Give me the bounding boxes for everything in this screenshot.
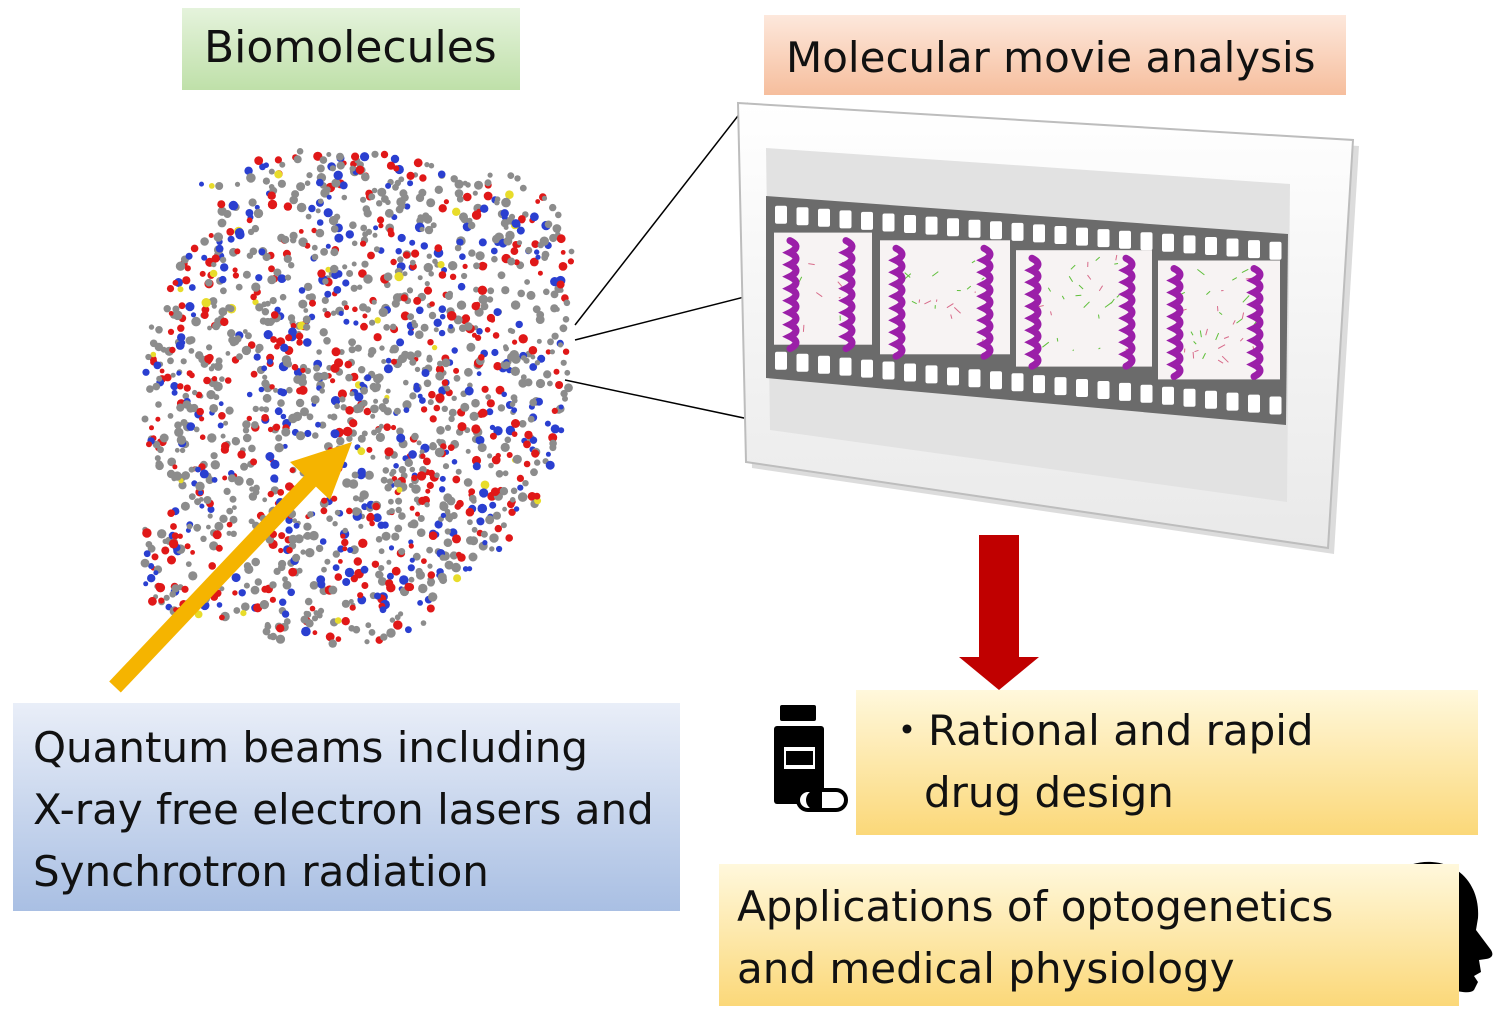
film-sprocket-hole <box>1248 240 1260 259</box>
molecule-structure <box>140 148 575 648</box>
film-sprocket-hole <box>1054 226 1067 244</box>
film-sprocket-hole <box>925 216 938 235</box>
film-frame-1 <box>774 232 872 353</box>
opto-line-2: and medical physiology <box>737 944 1235 993</box>
film-sprocket-hole <box>1140 232 1153 251</box>
optogenetics-box: Applications of optogenetics and medical… <box>719 864 1459 1006</box>
film-sprocket-hole <box>947 367 959 386</box>
film-sprocket-hole <box>861 211 873 230</box>
film-sprocket-hole <box>861 359 873 378</box>
film-frame-4 <box>1158 260 1280 381</box>
quantum-line-2: X-ray free electron lasers and <box>33 785 654 834</box>
film-sprocket-hole <box>904 363 916 382</box>
opto-line-1: Applications of optogenetics <box>737 882 1334 931</box>
film-frame-2 <box>880 240 1010 360</box>
film-sprocket-hole <box>775 351 787 370</box>
film-sprocket-hole <box>1205 390 1217 409</box>
biomolecules-text: Biomolecules <box>204 22 497 73</box>
biomolecules-label: Biomolecules <box>182 8 520 90</box>
result-arrow <box>959 535 1039 690</box>
film-sprocket-hole <box>1097 381 1110 399</box>
film-sprocket-hole <box>1269 241 1282 260</box>
film-sprocket-hole <box>904 215 916 233</box>
movie-analysis-label: Molecular movie analysis <box>764 15 1346 95</box>
film-sprocket-hole <box>818 208 830 227</box>
film-sprocket-hole <box>1248 394 1260 413</box>
film-sprocket-hole <box>1162 233 1174 252</box>
film-sprocket-hole <box>968 369 981 388</box>
quantum-line-1: Quantum beams including <box>33 723 589 772</box>
medicine-bottle-icon <box>774 705 848 812</box>
film-sprocket-hole <box>1033 375 1045 394</box>
film-sprocket-hole <box>818 355 830 374</box>
film-sprocket-hole <box>1119 230 1131 249</box>
quantum-beams-box: Quantum beams including X-ray free elect… <box>13 703 680 911</box>
film-sprocket-hole <box>1162 386 1174 405</box>
film-sprocket-hole <box>1033 224 1045 243</box>
film-sprocket-hole <box>925 365 938 384</box>
quantum-beam-arrow <box>109 442 352 693</box>
film-sprocket-hole <box>1119 382 1131 401</box>
film-sprocket-hole <box>1011 373 1024 392</box>
film-sprocket-hole <box>1183 235 1196 254</box>
film-sprocket-hole <box>1076 227 1088 246</box>
drug-line-1: ・Rational and rapid <box>886 706 1314 755</box>
film-sprocket-hole <box>1183 388 1196 407</box>
drug-design-box: ・Rational and rapid drug design <box>856 690 1478 835</box>
film-sprocket-hole <box>1097 229 1110 248</box>
film-strip <box>766 196 1288 425</box>
film-sprocket-hole <box>775 205 787 224</box>
film-sprocket-hole <box>947 218 959 237</box>
film-sprocket-hole <box>1076 379 1088 397</box>
film-sprocket-hole <box>968 219 981 238</box>
movie-analysis-text: Molecular movie analysis <box>786 33 1316 82</box>
film-sprocket-hole <box>1205 237 1217 255</box>
film-sprocket-hole <box>1269 396 1282 415</box>
film-frame-3 <box>1016 250 1152 370</box>
film-sprocket-hole <box>796 353 809 372</box>
film-sprocket-hole <box>839 210 852 229</box>
film-sprocket-hole <box>1011 222 1024 241</box>
quantum-line-3: Synchrotron radiation <box>33 847 489 896</box>
film-sprocket-hole <box>990 221 1002 240</box>
drug-line-2: drug design <box>924 768 1174 817</box>
film-sprocket-hole <box>839 357 852 376</box>
film-sprocket-hole <box>1226 392 1239 411</box>
film-sprocket-hole <box>882 213 895 232</box>
film-sprocket-hole <box>796 207 809 226</box>
film-sprocket-hole <box>990 371 1002 390</box>
film-sprocket-hole <box>1054 377 1067 396</box>
film-sprocket-hole <box>1226 238 1239 257</box>
film-sprocket-hole <box>1140 384 1153 403</box>
film-sprocket-hole <box>882 361 895 380</box>
